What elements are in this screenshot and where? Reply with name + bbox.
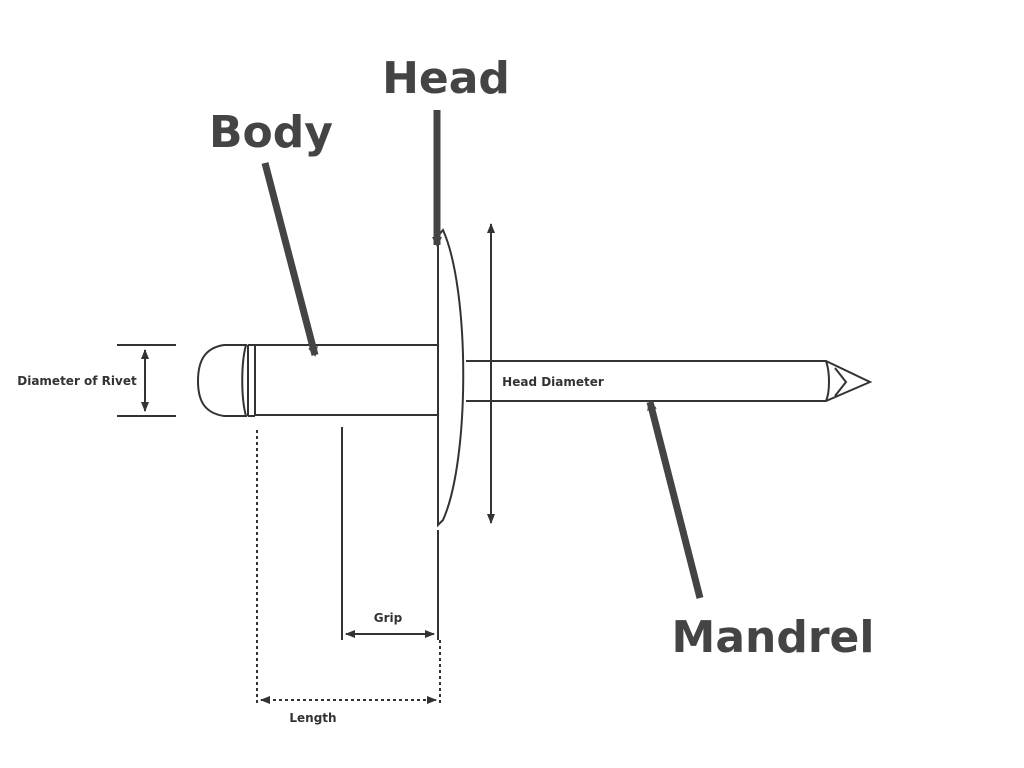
rivet-body <box>254 344 439 416</box>
body-label: Body <box>209 107 333 158</box>
grip-dimension <box>341 427 439 640</box>
rivet-diameter-dimension <box>117 344 176 417</box>
grip-label: Grip <box>374 611 403 625</box>
diameter-of-rivet-label: Diameter of Rivet <box>17 374 137 388</box>
rivet-head <box>437 228 465 528</box>
head-label: Head <box>382 53 510 104</box>
length-dimension <box>256 430 441 705</box>
mandrel-label: Mandrel <box>672 612 875 663</box>
rivet-drawing <box>196 228 873 528</box>
mandrel-shaft <box>466 360 873 402</box>
mandrel-callout-arrow <box>646 400 704 599</box>
mandrel-tail <box>196 344 248 417</box>
head-diameter-label: Head Diameter <box>502 375 604 389</box>
length-label: Length <box>289 711 336 725</box>
body-callout-arrow <box>261 162 319 357</box>
